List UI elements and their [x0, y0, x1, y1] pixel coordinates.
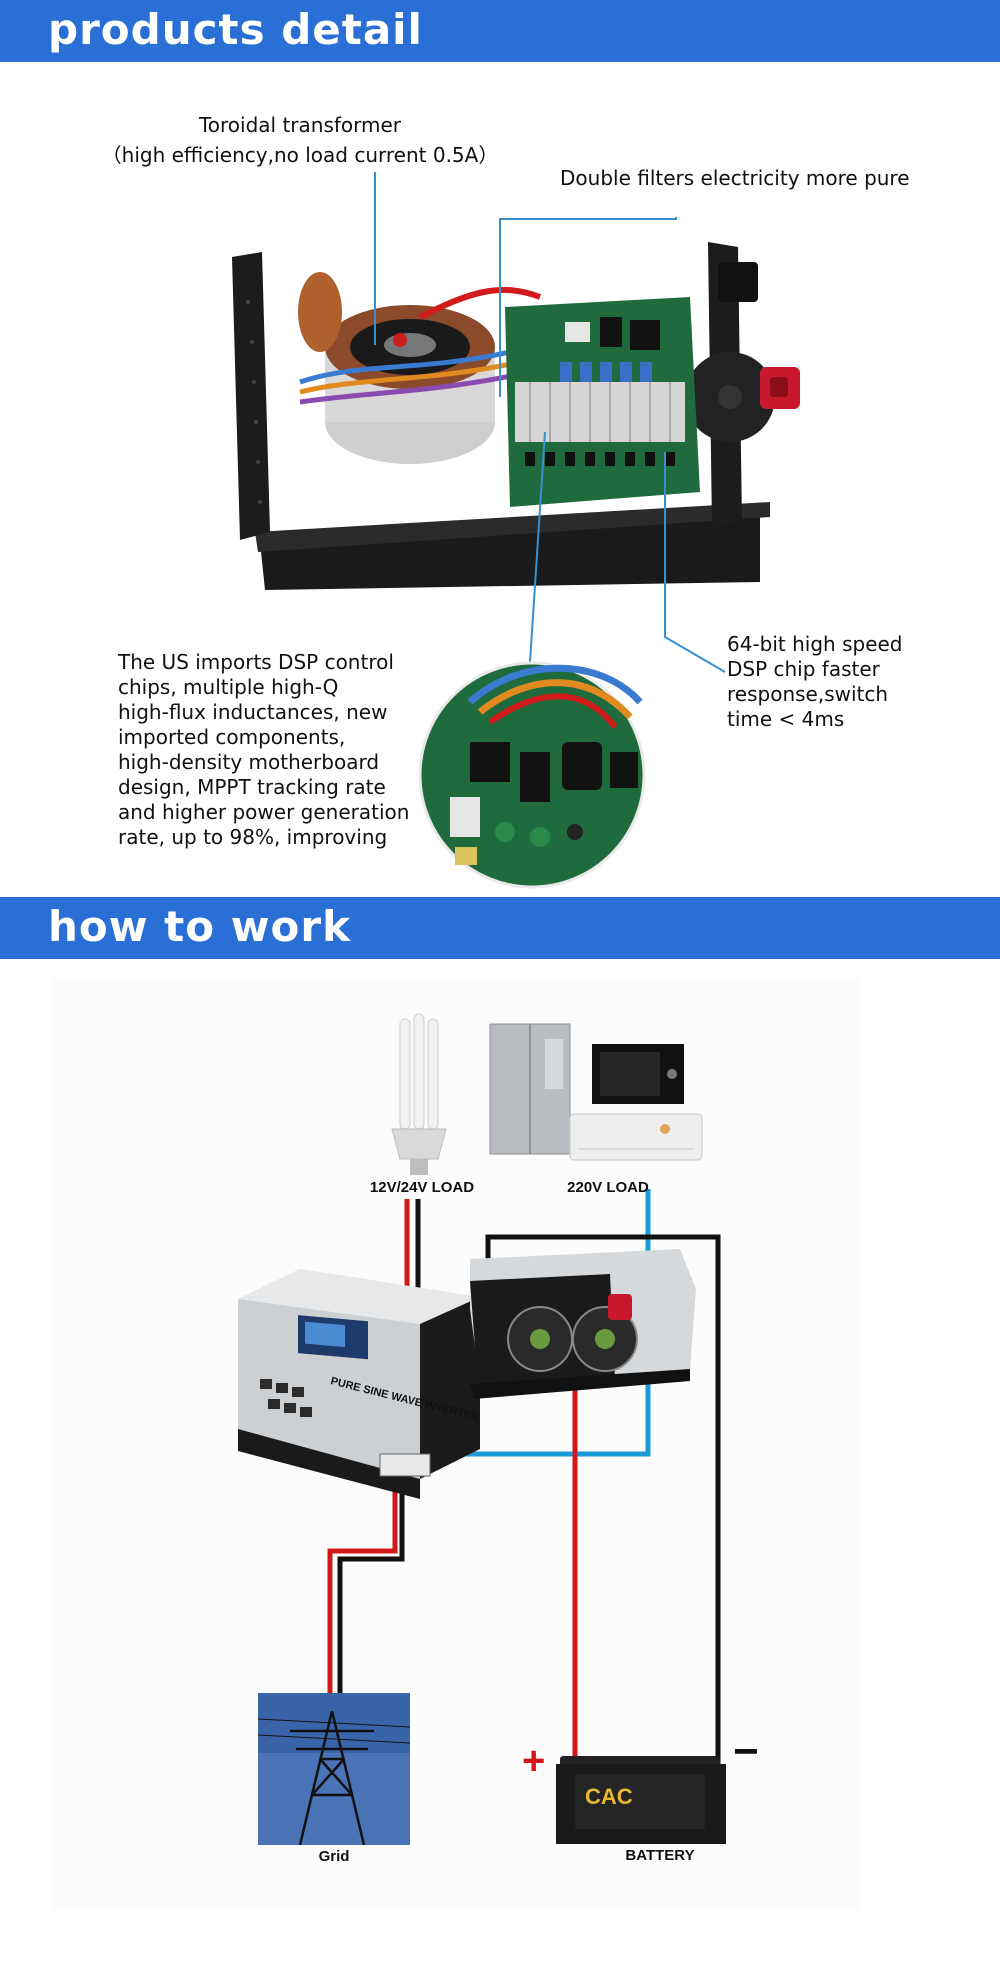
- wire-grid-red: [327, 1479, 398, 1693]
- wiring-diagram: PURE SINE WAVE INVERTER: [52, 979, 860, 1909]
- section-title-detail: products detail: [48, 5, 423, 54]
- label-grid: Grid: [318, 1848, 350, 1865]
- callout-dsp-line: rate, up to 98%, improving: [118, 825, 388, 849]
- inverter-front-image: PURE SINE WAVE INVERTER: [238, 1269, 480, 1499]
- pcb-closeup-image: [418, 661, 646, 889]
- callout-dsp-line: The US imports DSP control: [118, 650, 394, 674]
- air-conditioner-icon: [569, 1113, 703, 1161]
- cfl-bulb-icon: [391, 1013, 447, 1175]
- leader-filters: [499, 217, 677, 397]
- section-banner-detail: products detail: [0, 0, 1000, 62]
- grid-tower-image: [257, 1693, 411, 1846]
- chassis-base: [260, 512, 760, 590]
- label-dc-load: 12V/24V LOAD: [369, 1179, 475, 1196]
- callout-dsp-line: imported components,: [118, 725, 346, 749]
- section-title-work: how to work: [48, 902, 352, 951]
- callout-filters: Double filters electricity more pure: [560, 166, 910, 190]
- callout-chip-line: 64-bit high speed: [727, 632, 903, 656]
- callout-chip: 64-bit high speed DSP chip faster respon…: [727, 632, 997, 732]
- battery-minus-sign: −: [733, 1727, 759, 1776]
- callout-chip-line: time < 4ms: [727, 707, 845, 731]
- callout-transformer: Toroidal transformer （high efficiency,no…: [0, 112, 600, 168]
- callout-dsp-line: high-density motherboard: [118, 750, 380, 774]
- callout-transformer-title: Toroidal transformer: [198, 113, 402, 137]
- battery-image: CAC: [556, 1756, 726, 1844]
- callout-dsp-line: design, MPPT tracking rate: [118, 775, 386, 799]
- callout-dsp: The US imports DSP control chips, multip…: [118, 650, 448, 850]
- callout-dsp-line: high-flux inductances, new: [118, 700, 388, 724]
- label-ac-load: 220V LOAD: [567, 1179, 649, 1196]
- leader-lines: [374, 172, 726, 673]
- callout-chip-line: response,switch: [727, 682, 889, 706]
- section-banner-work: how to work: [0, 897, 1000, 959]
- label-battery: BATTERY: [625, 1847, 695, 1864]
- callout-dsp-line: and higher power generation: [118, 800, 410, 824]
- callout-dsp-line: chips, multiple high-Q: [118, 675, 339, 699]
- callout-transformer-detail: （high efficiency,no load current 0.5A）: [101, 143, 499, 167]
- leader-chip: [664, 452, 726, 673]
- battery-plus-sign: +: [522, 1739, 545, 1783]
- microwave-icon: [592, 1044, 684, 1104]
- chassis-left-panel: [232, 252, 270, 540]
- callout-chip-line: DSP chip faster: [727, 657, 880, 681]
- refrigerator-icon: [489, 1023, 571, 1155]
- wire-grid-black: [337, 1479, 405, 1693]
- heatsink: [515, 382, 685, 442]
- inverter-internals-image: [232, 172, 800, 889]
- battery-brand: CAC: [585, 1784, 633, 1809]
- leader-dsp: [529, 431, 546, 663]
- inverter-rear-image: [470, 1249, 696, 1399]
